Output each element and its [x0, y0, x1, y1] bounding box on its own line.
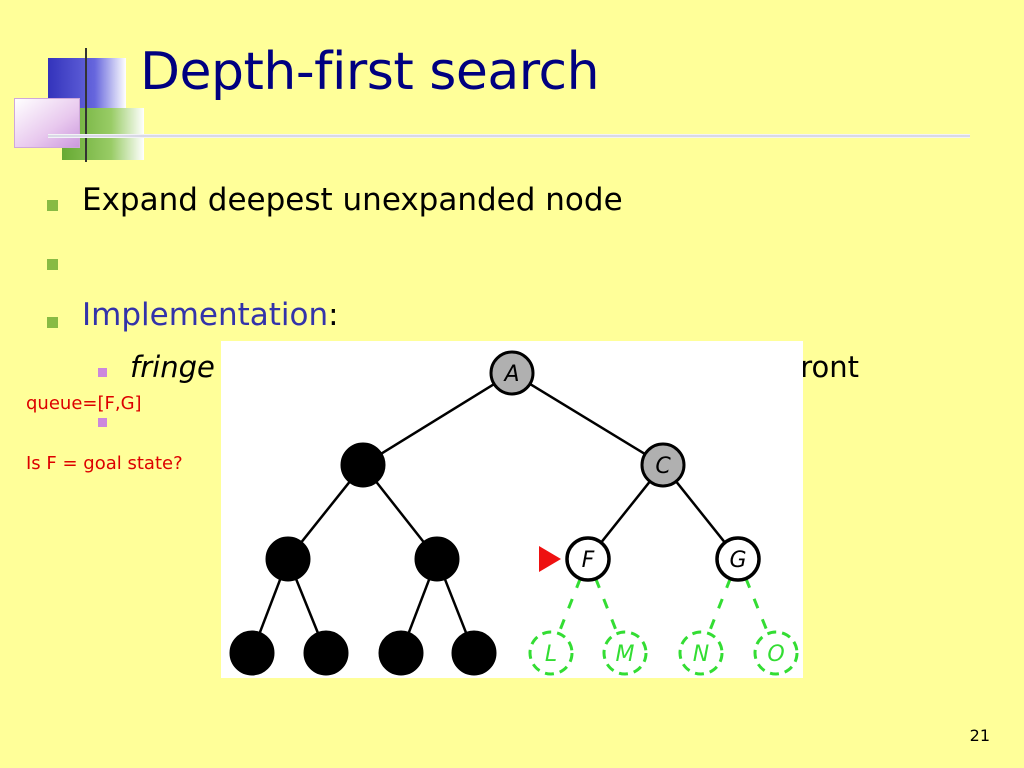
tree-diagram: A C F G L M N O	[221, 341, 803, 678]
current-node-pointer-icon	[539, 546, 561, 572]
page-number: 21	[969, 726, 990, 745]
implementation-label: Implementation	[82, 297, 329, 333]
tree-edge-B-E	[375, 480, 425, 544]
tree-edge-G-O	[744, 577, 770, 635]
tree-edge-B-D	[300, 480, 351, 544]
tree-node-label-F: F	[582, 548, 595, 573]
tree-node-F	[565, 536, 611, 582]
implementation-colon: :	[328, 297, 339, 333]
tree-node-B	[340, 442, 386, 488]
tree-node-I	[303, 630, 349, 676]
tree-edge-E-J	[407, 578, 431, 634]
bullet-expand: Expand deepest unexpanded node	[82, 182, 623, 218]
bullet-marker	[47, 259, 58, 270]
decor-square-pink	[14, 98, 80, 148]
tree-edge-A-C	[529, 382, 646, 456]
tree-edge-D-I	[294, 578, 320, 634]
sub-bullet-marker	[98, 368, 107, 377]
tree-edge-D-H	[258, 578, 282, 634]
tree-node-K	[451, 630, 497, 676]
tree-node-D	[265, 536, 311, 582]
tree-node-label-L: L	[545, 642, 557, 667]
tree-node-E	[414, 536, 460, 582]
tree-edge-F-M	[594, 577, 619, 635]
tree-svg: A C F G L M N O	[229, 350, 799, 676]
tree-edge-C-G	[675, 480, 726, 544]
tree-edge-E-K	[443, 578, 468, 634]
tree-node-N	[678, 630, 724, 676]
fringe-text: fringe	[130, 350, 215, 384]
tree-node-label-N: N	[693, 642, 709, 667]
bullet-marker	[47, 200, 58, 211]
tree-node-G	[715, 536, 761, 582]
tree-node-J	[378, 630, 424, 676]
queue-note: queue=[F,G]	[26, 393, 142, 414]
tree-node-C	[640, 442, 686, 488]
decor-line-vertical	[85, 48, 87, 162]
slide-title: Depth-first search	[140, 42, 600, 102]
tree-edge-C-F	[600, 480, 651, 544]
sub-bullet-marker	[98, 418, 107, 427]
tree-node-label-C: C	[655, 454, 671, 479]
tree-edge-F-L	[557, 577, 582, 635]
tree-node-label-O: O	[767, 642, 784, 667]
tree-node-label-A: A	[502, 362, 519, 387]
tree-node-M	[602, 630, 648, 676]
tree-node-A	[489, 350, 535, 396]
tree-node-label-M: M	[616, 642, 635, 667]
tree-node-O	[753, 630, 799, 676]
tree-edge-G-N	[707, 577, 732, 635]
tree-node-H	[229, 630, 275, 676]
tree-edge-A-B	[380, 382, 495, 456]
goal-question-note: Is F = goal state?	[26, 453, 183, 474]
bullet-implementation: Implementation:	[82, 297, 339, 333]
bullet-marker	[47, 317, 58, 328]
tree-node-label-G: G	[729, 548, 746, 573]
title-underline	[48, 134, 970, 138]
tree-node-L	[528, 630, 574, 676]
